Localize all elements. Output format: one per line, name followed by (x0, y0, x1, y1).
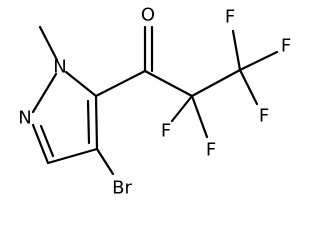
bonds (31, 25, 279, 176)
bond-cf2-f-left (170, 94, 194, 123)
bond-n1-n2 (31, 72, 58, 114)
bond-cf3-f-lower-right (238, 68, 259, 106)
atom-o: O (141, 5, 155, 26)
atom-labels: N N O Br F F F F F (18, 5, 291, 199)
bond-n2-c3-double (39, 124, 55, 158)
atom-n1: N (53, 57, 66, 78)
bond-cf3-f-upper-right (238, 50, 279, 72)
atom-f-cf3-upper-right: F (281, 36, 291, 57)
bond-c3-c4 (46, 147, 99, 165)
bond-c5-ccarbonyl (94, 69, 147, 98)
atom-f-cf3-lower-right: F (259, 106, 269, 127)
atom-br: Br (112, 178, 132, 199)
bond-cf3-f-top (231, 29, 242, 72)
bond-ccarbonyl-cf2 (143, 69, 194, 98)
atom-n2: N (18, 108, 31, 129)
bond-cf2-f-bottom (190, 94, 209, 139)
atom-f-cf2-left: F (161, 121, 171, 142)
bond-c4-c5 (94, 94, 99, 151)
bond-n2-c3 (31, 123, 50, 165)
bond-cf2-cf3 (190, 68, 242, 98)
bond-c4-c5-double (86, 99, 91, 145)
chemical-structure: N N O Br F F F F F (18, 5, 291, 199)
bond-methyl-n1 (38, 25, 59, 62)
bond-c4-br (95, 147, 115, 176)
bond-c5-n1 (64, 70, 98, 98)
atom-f-cf2-bottom: F (206, 140, 216, 161)
atom-f-cf3-top: F (225, 7, 235, 28)
